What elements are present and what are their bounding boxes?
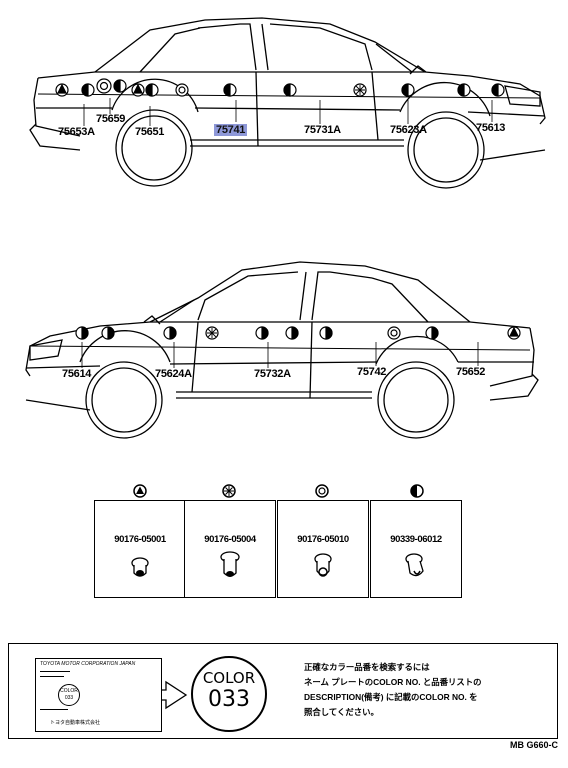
part-label-75623a: 75623A bbox=[390, 124, 427, 136]
clip-part-drawing bbox=[314, 553, 332, 577]
instruction-line: DESCRIPTION(備考) に記載のCOLOR NO. を bbox=[304, 692, 478, 702]
clip-type-a-icon bbox=[133, 484, 147, 498]
clip-part-number: 90176-05004 bbox=[204, 534, 256, 545]
clip-type-b-icon bbox=[222, 484, 236, 498]
color-number: 033 bbox=[208, 687, 250, 712]
part-label-75732a: 75732A bbox=[254, 368, 291, 380]
lower-car-leaders bbox=[81, 342, 479, 368]
name-plate: TOYOTA MOTOR CORPORATION JAPAN COLOR 033… bbox=[35, 658, 162, 732]
clip-type-d-icon bbox=[410, 484, 424, 498]
color-word: COLOR bbox=[202, 669, 256, 687]
part-label-75613: 75613 bbox=[476, 122, 506, 134]
part-label-75742: 75742 bbox=[357, 366, 387, 378]
part-label-75624a: 75624A bbox=[155, 368, 192, 380]
instruction-line: 照合してください。 bbox=[304, 707, 379, 717]
instruction-line: 正確なカラー品番を検索するには bbox=[304, 662, 430, 672]
clip-panel-90176-05010[interactable]: 90176-05010 bbox=[277, 500, 369, 598]
plate-line bbox=[40, 676, 64, 677]
instruction-line: ネーム プレートのCOLOR NO. と品番リストの bbox=[304, 677, 482, 687]
part-label-75651: 75651 bbox=[135, 126, 165, 138]
clip-part-drawing bbox=[131, 557, 149, 577]
plate-line bbox=[40, 709, 68, 710]
part-label-75614: 75614 bbox=[62, 368, 92, 380]
clip-part-number: 90176-05001 bbox=[114, 534, 166, 545]
plate-maker: トヨタ自動車株式会社 bbox=[50, 720, 101, 726]
clip-panel-90339-06012[interactable]: 90339-06012 bbox=[370, 500, 462, 598]
plate-line bbox=[40, 671, 70, 672]
part-label-75731a: 75731A bbox=[304, 124, 341, 136]
part-label-75741-highlighted[interactable]: 75741 bbox=[214, 124, 248, 136]
lower-car-clip-symbols bbox=[75, 326, 521, 340]
clip-part-drawing bbox=[405, 553, 424, 577]
clip-panel-90176-05004[interactable]: 90176-05004 bbox=[184, 500, 276, 598]
part-label-75653a: 75653A bbox=[58, 126, 95, 138]
clip-part-number: 90176-05010 bbox=[297, 534, 349, 545]
part-label-75659: 75659 bbox=[96, 113, 126, 125]
upper-car bbox=[29, 17, 546, 189]
color-instructions: 正確なカラー品番を検索するには ネーム プレートのCOLOR NO. と品番リス… bbox=[304, 660, 554, 720]
color-code-circle: COLOR 033 bbox=[191, 656, 267, 732]
plate-color-circle: COLOR 033 bbox=[58, 684, 80, 706]
figure-code: MB G660-C bbox=[509, 740, 558, 750]
upper-car-clip-symbols bbox=[55, 78, 505, 97]
lower-car bbox=[25, 261, 539, 439]
clip-type-c-icon bbox=[315, 484, 329, 498]
plate-title: TOYOTA MOTOR CORPORATION JAPAN bbox=[40, 661, 136, 667]
clip-panel-90176-05001[interactable]: 90176-05001 bbox=[94, 500, 186, 598]
part-label-75652: 75652 bbox=[456, 366, 486, 378]
upper-car-leaders bbox=[83, 98, 493, 126]
clip-part-drawing bbox=[220, 551, 240, 577]
clip-part-number: 90339-06012 bbox=[390, 534, 442, 545]
color-note-box bbox=[8, 643, 558, 739]
